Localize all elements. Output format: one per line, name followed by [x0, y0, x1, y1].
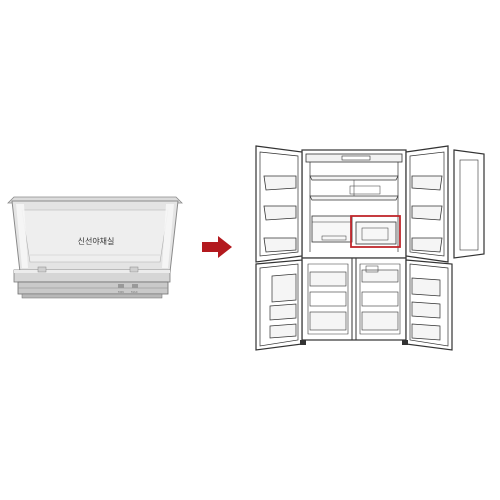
refrigerator-drawing — [255, 145, 485, 351]
drawer-label: 신선야채실 — [77, 237, 115, 246]
drawer-mark-min: MIN — [118, 290, 124, 294]
crisper-drawer — [7, 196, 183, 299]
crisper-highlight-box — [350, 215, 401, 248]
drawer-mark-max: MAX — [131, 290, 138, 294]
direction-arrow-icon — [202, 236, 232, 258]
